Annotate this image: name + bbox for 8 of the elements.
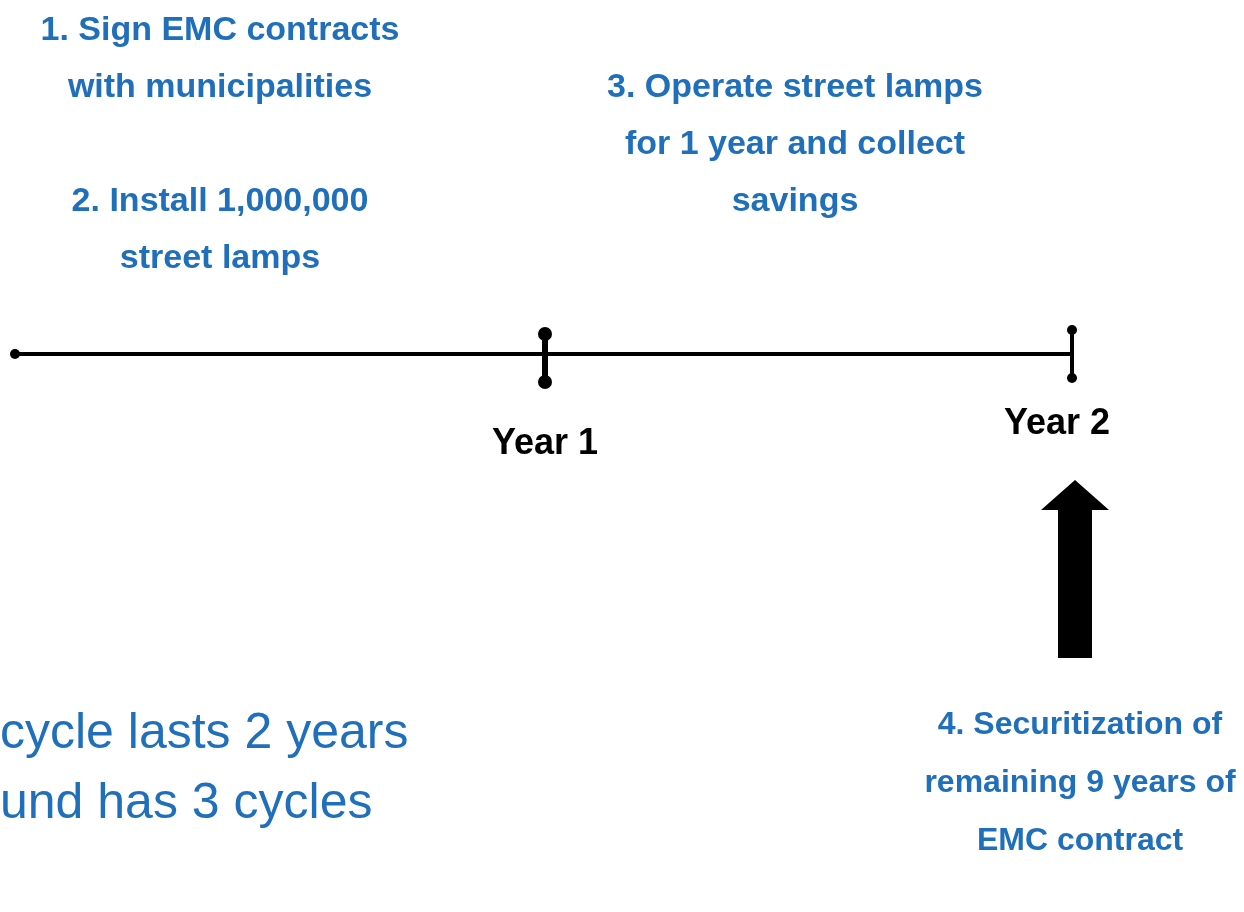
step-text: 2. Install 1,000,000 street lamps — [70, 179, 370, 277]
year-label: Year 1 — [490, 420, 600, 464]
year-label: Year 2 — [980, 400, 1134, 444]
block-arrow — [1041, 480, 1109, 658]
step-text: 4. Securitization of remaining 9 years of EMC contract — [918, 694, 1242, 868]
step-text: 3. Operate street lamps for 1 year and collect savings — [605, 65, 985, 220]
cycle-note: cycle lasts 2 years und has 3 cycles — [0, 702, 410, 831]
step-text: 1. Sign EMC contracts with municipalities — [40, 8, 400, 106]
